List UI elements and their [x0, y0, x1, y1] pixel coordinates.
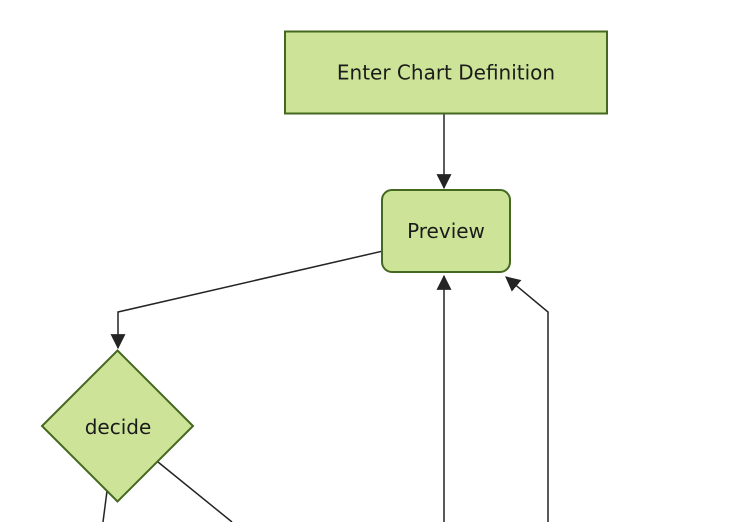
node-layer: Enter Chart Definition Preview decide — [40, 30, 608, 503]
node-preview: Preview — [381, 189, 511, 273]
edge-layer — [102, 113, 549, 522]
node-enter-chart-definition-shape — [284, 30, 608, 115]
node-decide-label: decide — [85, 415, 152, 439]
node-decide: decide — [40, 349, 195, 503]
node-preview-label: Preview — [407, 219, 485, 243]
node-enter-chart-definition-label: Enter Chart Definition — [337, 61, 555, 85]
edge-decide-to-offscreen-left — [102, 490, 108, 522]
edge-offscreen-to-preview-corner — [505, 276, 549, 522]
node-enter-chart-definition: Enter Chart Definition — [284, 30, 608, 115]
edge-decide-to-offscreen-right — [157, 461, 233, 522]
node-decide-shape — [40, 349, 195, 503]
edge-preview-to-decide — [110, 250, 384, 350]
node-preview-shape — [381, 189, 511, 273]
